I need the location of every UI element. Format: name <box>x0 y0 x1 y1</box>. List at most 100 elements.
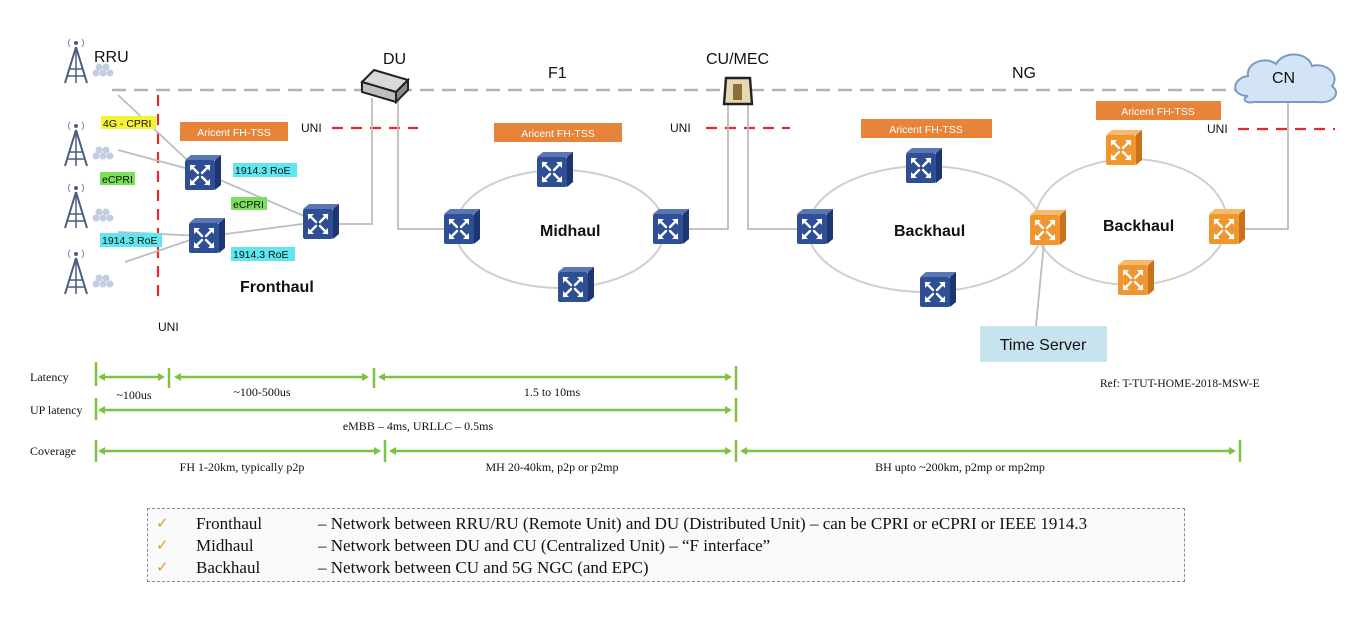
cn-label: CN <box>1272 70 1295 87</box>
switch-icon <box>183 153 223 192</box>
legend-term: Midhaul <box>196 536 254 555</box>
cpri-tag <box>101 116 156 129</box>
arrowhead <box>174 373 181 381</box>
arrowhead <box>725 447 732 455</box>
roe-tag <box>231 247 295 261</box>
switch-icon <box>918 270 958 309</box>
switch-icon <box>1116 258 1156 297</box>
uni-label: UNI <box>158 320 179 334</box>
reference-text: Ref: T-TUT-HOME-2018-MSW-E <box>1100 378 1260 390</box>
rru-tower-icon <box>64 249 115 295</box>
arrowhead <box>1229 447 1236 455</box>
arrowhead <box>378 373 385 381</box>
cu-mec-label: CU/MEC <box>706 51 769 68</box>
uni-label: UNI <box>301 121 322 135</box>
switch-icon <box>1028 208 1068 247</box>
ecpri-tag-label: eCPRI <box>233 199 264 211</box>
cpri-tag-label: 4G - CPRI <box>103 118 151 130</box>
switch-icon <box>442 207 482 246</box>
fh-tss-label: Aricent FH-TSS <box>889 124 963 136</box>
ng-label: NG <box>1012 65 1036 82</box>
switch-icon <box>187 216 227 255</box>
switch-icon <box>535 150 575 189</box>
link <box>209 221 319 237</box>
latency-value: ~100us <box>116 388 151 402</box>
roe-tag-label: 1914.3 RoE <box>235 165 290 177</box>
coverage-label: Coverage <box>30 444 76 458</box>
backhaul-switches <box>795 128 1247 309</box>
roe-tag-label: 1914.3 RoE <box>233 249 288 261</box>
coverage-value: FH 1-20km, typically p2p <box>180 460 305 474</box>
check-icon: ✓ <box>156 560 169 576</box>
du-label: DU <box>383 51 406 68</box>
legend-row-backhaul: ✓ Backhaul – Network between CU and 5G N… <box>148 557 1184 579</box>
latency-value: 1.5 to 10ms <box>524 385 581 399</box>
legend-description: – Network between RRU/RU (Remote Unit) a… <box>318 514 1088 533</box>
arrowhead <box>389 447 396 455</box>
latency-arrows <box>94 362 738 390</box>
legend-description: – Network between CU and 5G NGC (and EPC… <box>318 558 649 577</box>
check-icon: ✓ <box>156 516 169 532</box>
arrowhead <box>98 373 105 381</box>
link <box>334 98 373 225</box>
ecpri-tag-label: eCPRI <box>102 174 133 186</box>
backhaul-label: Backhaul <box>894 223 965 240</box>
midhaul-label: Midhaul <box>540 223 600 240</box>
check-icon: ✓ <box>156 538 169 554</box>
fh-tss-banner <box>494 123 622 142</box>
up-latency-label: UP latency <box>30 403 83 417</box>
ecpri-tag <box>100 172 135 185</box>
legend-term: Fronthaul <box>196 514 263 533</box>
uni-boundaries <box>156 95 1335 302</box>
link <box>1230 95 1289 230</box>
legend-description: – Network between DU and CU (Centralized… <box>318 536 771 555</box>
arrowhead <box>98 406 105 414</box>
legend-box: ✓ Fronthaul – Network between RRU/RU (Re… <box>147 508 1185 582</box>
arrowhead <box>98 447 105 455</box>
backhaul-label: Backhaul <box>1103 218 1174 235</box>
roe-tag-label: 1914.3 RoE <box>102 235 157 247</box>
f1-label: F1 <box>548 65 567 82</box>
fh-tss-banner <box>1096 101 1221 120</box>
switch-icon <box>1104 128 1144 167</box>
roe-tag <box>100 233 162 247</box>
link <box>1035 231 1046 327</box>
rru-tower-icon <box>64 183 115 229</box>
arrowhead <box>740 447 747 455</box>
fh-tss-label: Aricent FH-TSS <box>1121 106 1195 118</box>
ecpri-tag <box>231 197 267 210</box>
switch-icon <box>556 265 596 304</box>
link <box>688 105 729 230</box>
link <box>747 105 806 230</box>
fh-tss-label: Aricent FH-TSS <box>197 127 271 139</box>
time-server-label: Time Server <box>1000 337 1087 354</box>
arrowhead <box>362 373 369 381</box>
fh-tss-label: Aricent FH-TSS <box>521 128 595 140</box>
switch-icon <box>301 202 341 241</box>
arrowhead <box>725 406 732 414</box>
arrowhead <box>725 373 732 381</box>
switch-icon <box>651 207 691 246</box>
rru-label: RRU <box>94 49 129 66</box>
roe-tag <box>233 163 297 177</box>
legend-row-fronthaul: ✓ Fronthaul – Network between RRU/RU (Re… <box>148 513 1184 535</box>
switch-icon <box>1207 207 1247 246</box>
fronthaul-label: Fronthaul <box>240 279 314 296</box>
du-device-icon <box>360 68 410 105</box>
time-server-box <box>980 326 1107 362</box>
uni-label: UNI <box>670 121 691 135</box>
switch-icon <box>904 146 944 185</box>
up-latency-value: eMBB – 4ms, URLLC – 0.5ms <box>343 419 494 433</box>
legend-row-midhaul: ✓ Midhaul – Network between DU and CU (C… <box>148 535 1184 557</box>
uni-label: UNI <box>1207 122 1228 136</box>
up-latency-arrow <box>94 398 738 422</box>
cu-mec-device-icon <box>722 76 754 106</box>
arrowhead <box>158 373 165 381</box>
coverage-value: BH upto ~200km, p2mp or mp2mp <box>875 460 1045 474</box>
switch-icon <box>795 207 835 246</box>
arrowhead <box>374 447 381 455</box>
coverage-arrows <box>94 440 1242 462</box>
legend-term: Backhaul <box>196 558 261 577</box>
fh-tss-banner <box>180 122 288 141</box>
link <box>397 98 445 230</box>
